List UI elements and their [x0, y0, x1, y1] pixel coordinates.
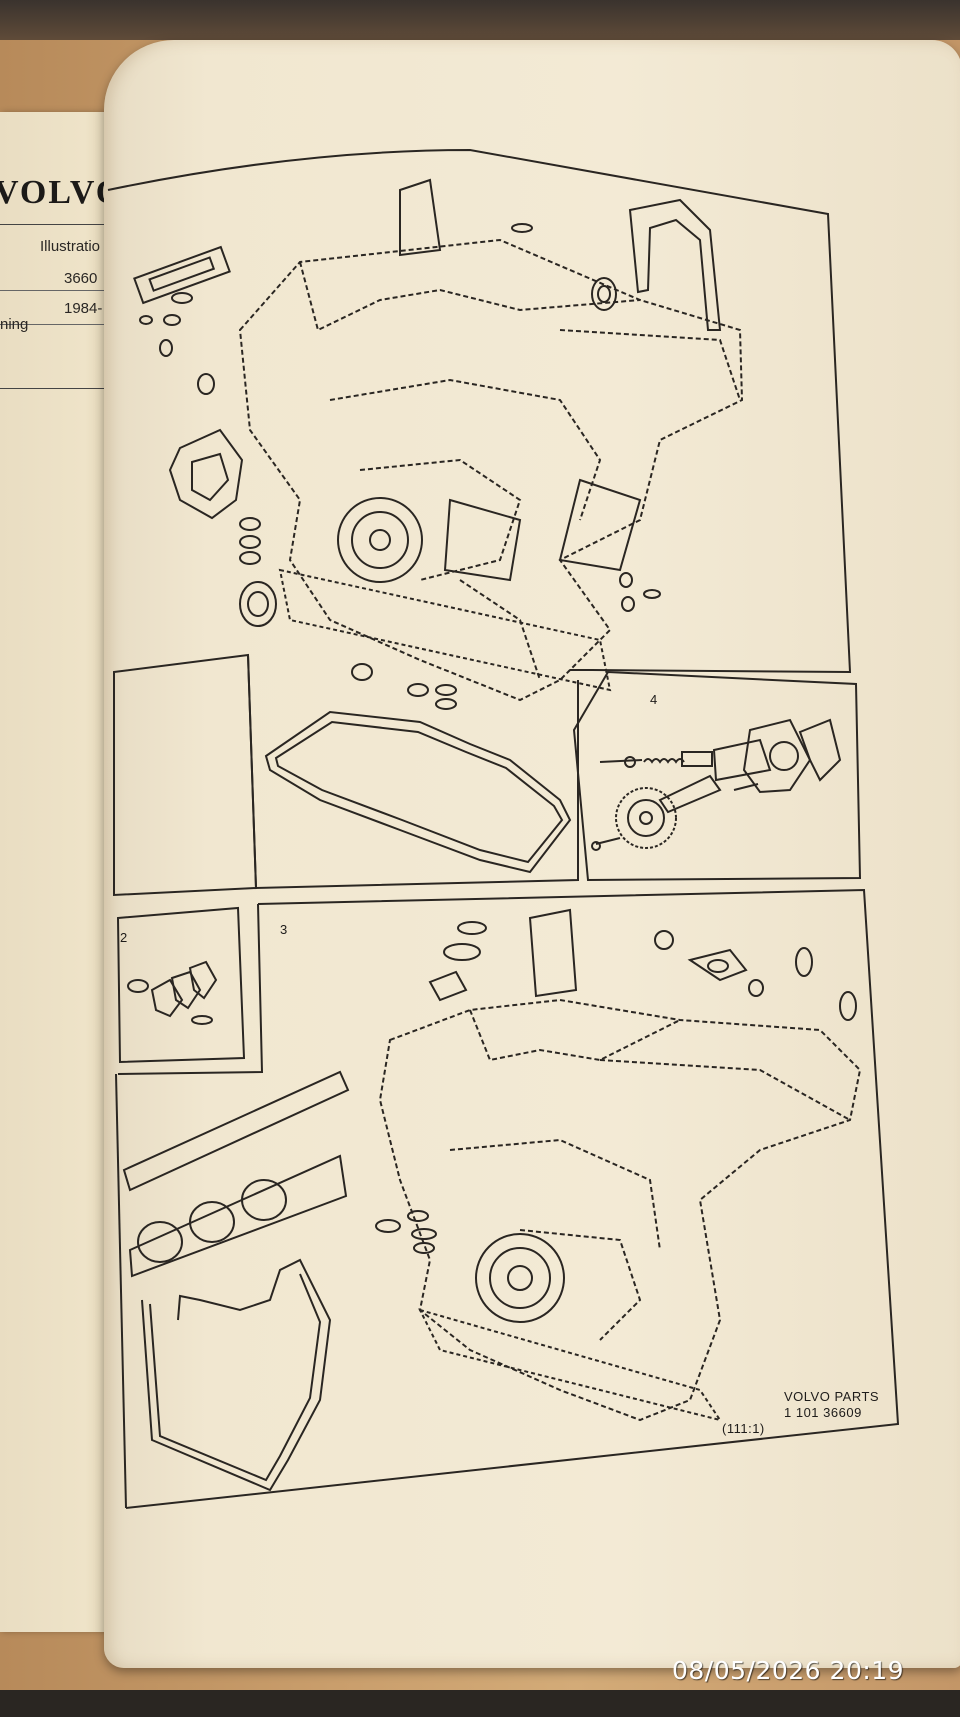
left-page-line: Illustratio — [40, 238, 101, 255]
panel-frame-oilpan — [247, 654, 579, 890]
panel-frame-3 — [125, 888, 900, 1509]
panel-frame-2 — [116, 906, 246, 1064]
panel-number-2: 2 — [120, 930, 128, 945]
left-page-line: 3660 — [64, 270, 98, 287]
caption-reference: (111:1) — [722, 1421, 765, 1436]
small-gasket-set — [127, 960, 218, 1025]
panel-number-4: 4 — [650, 692, 658, 707]
left-page-rule — [0, 388, 122, 389]
engine-lower-solid — [122, 908, 857, 1492]
engine-upper — [238, 178, 744, 702]
left-page-rule — [0, 224, 122, 225]
caption-brand-line: VOLVO PARTS — [784, 1389, 880, 1404]
panel-frame-3-left — [115, 1073, 127, 1509]
left-page-rule — [0, 290, 122, 291]
engine-lower — [378, 998, 862, 1422]
panel-number-3: 3 — [280, 922, 288, 937]
left-book-page: VOLVO Illustratio 3660 1984- ning — [0, 112, 122, 1632]
left-page-rule — [0, 324, 122, 325]
floor-shadow — [0, 1690, 960, 1717]
left-page-line: 1984- — [64, 300, 103, 317]
panel-frame-2-outer — [117, 903, 264, 1075]
catalog-page — [104, 40, 960, 1668]
panel-frame-empty — [113, 653, 258, 897]
photo-timestamp: 08/05/2026 20:19 — [672, 1656, 905, 1685]
oilpan-gasket — [264, 663, 572, 874]
panel-frame-top — [107, 148, 852, 674]
left-page-line: ning — [0, 316, 29, 333]
engine-upper-solid — [133, 198, 722, 692]
caption-part-number: 1 101 36609 — [784, 1405, 862, 1420]
oil-pump-assembly — [591, 718, 842, 851]
left-page-brand-logo: VOLVO — [0, 174, 122, 211]
panel-frame-4 — [572, 670, 862, 882]
